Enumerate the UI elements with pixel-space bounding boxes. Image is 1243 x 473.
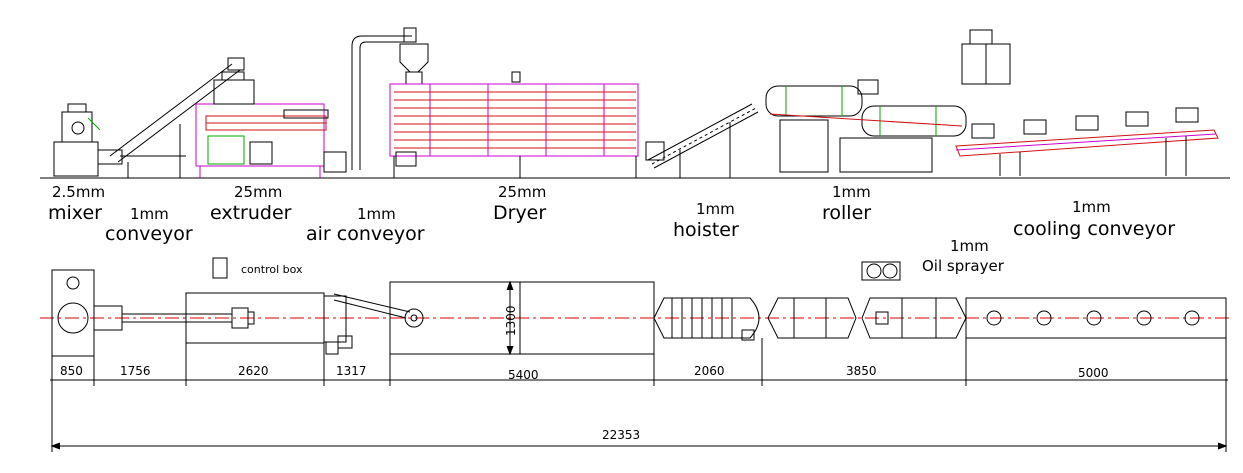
conveyor-name-label: conveyor [105, 223, 193, 245]
dimension-total: 22353 [602, 428, 640, 442]
conveyor-drawing [109, 57, 245, 178]
cooling-conveyor-size-label: 1mm [1072, 198, 1111, 216]
dimension-air-conveyor: 1317 [336, 364, 367, 378]
mixer-drawing [53, 103, 123, 177]
air-conveyor-name-label: air conveyor [306, 223, 425, 245]
plan-view [40, 257, 1232, 452]
elevation-view [40, 27, 1230, 179]
equipment-labels: 2.5mm mixer 1mm conveyor 25mm extruder 1… [48, 183, 1175, 275]
extruder-drawing [195, 71, 347, 178]
cooling-conveyor-drawing [955, 107, 1219, 176]
hoister-size-label: 1mm [696, 200, 735, 218]
hoister-name-label: hoister [673, 219, 739, 241]
dimension-conveyor: 1756 [120, 364, 151, 378]
extruder-name-label: extruder [210, 202, 292, 224]
dimension-cooling-conveyor: 5000 [1078, 366, 1109, 380]
roller-name-label: roller [822, 202, 871, 224]
control-box-label: control box [241, 263, 303, 276]
dryer-drawing [389, 71, 639, 178]
air-conveyor-drawing [351, 27, 429, 170]
dimension-mixer: 850 [60, 364, 83, 378]
oil-sprayer-size-label: 1mm [950, 237, 989, 255]
dimension-hoister: 2060 [694, 364, 725, 378]
dryer-size-label: 25mm [498, 183, 546, 201]
dryer-name-label: Dryer [493, 202, 546, 224]
hoister-drawing [645, 103, 759, 178]
oil-sprayer-name-label: Oil sprayer [922, 257, 1005, 275]
extruder-size-label: 25mm [234, 183, 282, 201]
mixer-size-label: 2.5mm [52, 183, 105, 201]
conveyor-size-label: 1mm [130, 205, 169, 223]
dimension-dryer: 5400 [508, 368, 539, 382]
oil-sprayer-drawing [961, 29, 1011, 85]
dimension-roller: 3850 [846, 364, 877, 378]
dimension-extruder: 2620 [238, 364, 269, 378]
mixer-name-label: mixer [48, 202, 102, 224]
roller-drawing [765, 79, 967, 173]
dimension-lines [50, 280, 1228, 452]
roller-size-label: 1mm [832, 183, 871, 201]
plan-labels: control box 1300 850 1756 2620 1317 5400… [60, 263, 1109, 442]
cooling-conveyor-name-label: cooling conveyor [1013, 218, 1175, 240]
dryer-width-dimension: 1300 [504, 305, 518, 336]
control-box-symbol [212, 257, 228, 279]
air-conveyor-size-label: 1mm [357, 205, 396, 223]
